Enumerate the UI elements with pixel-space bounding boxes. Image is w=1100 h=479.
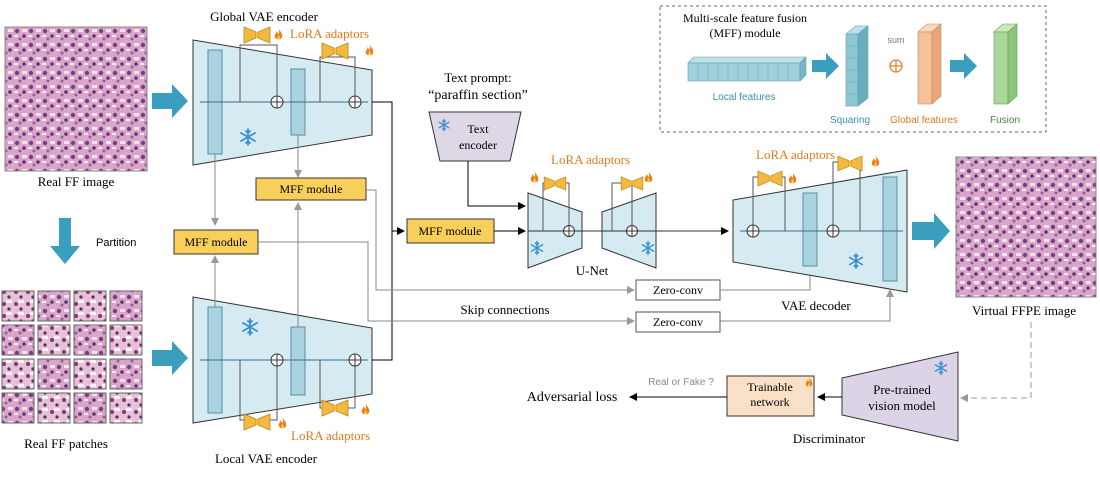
partition-arrow <box>50 218 80 264</box>
pretrained-label-2: vision model <box>868 398 936 413</box>
global-features-block <box>917 23 942 105</box>
flame-icon <box>278 417 287 429</box>
legend-squaring: Squaring <box>830 115 870 126</box>
discriminator-label: Discriminator <box>793 431 866 446</box>
sum-symbol <box>889 59 903 73</box>
legend-title-2: (MFF) module <box>709 26 780 40</box>
mff-module-upper-label: MFF module <box>279 182 342 196</box>
trainable-label-2: network <box>750 395 789 409</box>
lora-bowtie-icon <box>543 176 567 191</box>
lora-bowtie-icon <box>243 413 271 431</box>
squaring-block <box>845 25 869 107</box>
lora-bowtie-icon <box>837 155 863 172</box>
legend-local-features: Local features <box>713 92 776 103</box>
text-encoder-label-1: Text <box>467 122 489 136</box>
real-ff-image-label: Real FF image <box>38 174 115 189</box>
flame-icon <box>274 28 283 40</box>
skip-connections-label: Skip connections <box>460 302 549 317</box>
mff-module-main-label: MFF module <box>418 224 481 238</box>
unet-label: U-Net <box>576 263 609 278</box>
real-or-fake-label: Real or Fake ? <box>648 377 714 388</box>
flame-icon <box>365 44 374 56</box>
input-arrow-local <box>152 341 188 375</box>
input-arrow-global <box>152 84 188 118</box>
mff-module-upper <box>255 177 367 201</box>
text-prompt-value: “paraffin section” <box>428 88 528 103</box>
lora-bowtie-icon <box>321 399 349 417</box>
vae-decoder-label: VAE decoder <box>781 298 851 313</box>
text-encoder-label-2: encoder <box>459 138 497 152</box>
zero-conv-lower-label: Zero-conv <box>653 315 703 329</box>
real-ff-patches-label: Real FF patches <box>24 436 108 451</box>
local-features-bar <box>687 56 807 82</box>
real-ff-image <box>4 26 148 172</box>
lora-label-decoder: LoRA adaptors <box>756 147 835 162</box>
flame-icon <box>361 403 370 415</box>
legend-arrow-2 <box>950 53 977 79</box>
lora-label-local: LoRA adaptors <box>291 428 370 443</box>
lora-label-unet: LoRA adaptors <box>551 152 630 167</box>
flame-icon <box>644 171 653 183</box>
global-vae-encoder-label: Global VAE encoder <box>210 9 318 24</box>
lora-label-global: LoRA adaptors <box>290 26 369 41</box>
virtual-ffpe-image <box>955 156 1097 298</box>
zero-conv-lower <box>635 311 721 333</box>
fusion-block <box>993 23 1018 105</box>
legend-fusion: Fusion <box>990 115 1020 126</box>
trainable-label-1: Trainable <box>747 380 793 394</box>
zero-conv-upper-label: Zero-conv <box>653 283 703 297</box>
partition-label: Partition <box>96 237 136 249</box>
text-prompt-label: Text prompt: <box>444 70 511 85</box>
local-vae-encoder-label: Local VAE encoder <box>215 451 318 466</box>
text-encoder <box>428 111 522 162</box>
flame-icon <box>530 171 539 183</box>
flame-icon <box>788 172 797 184</box>
adversarial-loss-label: Adversarial loss <box>527 390 618 405</box>
virtual-ffpe-image-label: Virtual FFPE image <box>972 303 1076 318</box>
legend-title-1: Multi-scale feature fusion <box>683 11 807 25</box>
mff-module-lower-label: MFF module <box>184 235 247 249</box>
lora-bowtie-icon <box>243 26 271 44</box>
trainable-network <box>726 375 815 417</box>
real-ff-patches <box>1 290 143 424</box>
decoder-block-2 <box>882 176 898 282</box>
decoder-block-1 <box>802 192 818 267</box>
local-encoder-block-2 <box>290 326 306 396</box>
lora-bowtie-icon <box>757 170 783 187</box>
output-arrow <box>912 213 950 249</box>
legend-global-features: Global features <box>890 115 958 126</box>
pretrained-label-1: Pre-trained <box>873 382 931 397</box>
legend-arrow-1 <box>812 53 839 79</box>
flame-icon <box>871 155 880 167</box>
pretrained-vision-model <box>841 351 959 442</box>
legend-sum: sum <box>887 35 904 45</box>
